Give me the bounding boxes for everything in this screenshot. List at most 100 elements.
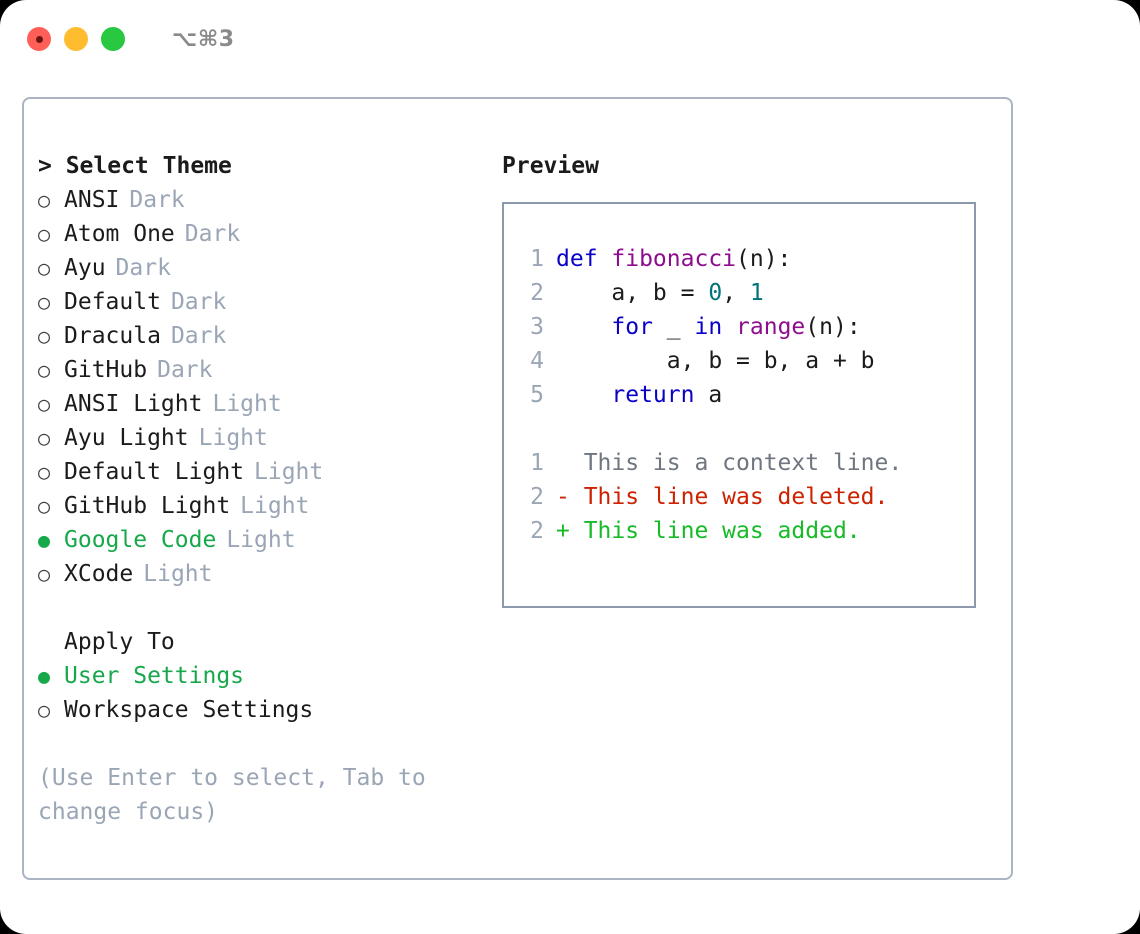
- theme-option-label: Google Code: [64, 527, 217, 553]
- maximize-button[interactable]: [101, 27, 125, 51]
- preview-heading: Preview: [502, 153, 599, 179]
- code-line-text: for _ in range(n):: [556, 310, 861, 344]
- title-bar: ⌥⌘3: [0, 0, 1140, 78]
- theme-option-label: Default Light: [64, 459, 245, 485]
- line-number: 2: [530, 280, 544, 306]
- theme-variant-tag: Dark: [170, 289, 227, 315]
- apply-to-list[interactable]: ● User Settings ○ Workspace Settings: [38, 659, 478, 727]
- theme-variant-tag: Light: [212, 391, 282, 417]
- code-token-plain: a, b = b, a + b: [556, 348, 875, 374]
- theme-option-label: GitHub Light: [64, 493, 231, 519]
- theme-option-default[interactable]: ○ Default Dark: [38, 285, 478, 319]
- code-token-plain: (n):: [736, 246, 792, 272]
- theme-variant-tag: Light: [254, 459, 324, 485]
- radio-selected-icon: ●: [38, 664, 51, 688]
- theme-option-label: Ayu Light: [64, 425, 189, 451]
- theme-variant-tag: Dark: [157, 357, 213, 383]
- code-line-text: a, b = b, a + b: [556, 344, 875, 378]
- code-token-kw: for: [611, 314, 653, 340]
- code-token-plain: [556, 382, 611, 408]
- code-line: 1 def fibonacci(n):: [514, 242, 968, 276]
- code-token-num: 0: [708, 280, 723, 306]
- code-line: 5 return a: [514, 378, 968, 412]
- radio-unselected-icon: ○: [38, 222, 51, 246]
- line-number: 4: [530, 348, 544, 374]
- line-number: 2: [530, 518, 544, 544]
- line-number: 5: [530, 382, 544, 408]
- radio-unselected-icon: ○: [38, 188, 51, 212]
- theme-variant-tag: Dark: [184, 221, 241, 247]
- code-line-text: a, b = 0, 1: [556, 276, 764, 310]
- line-number: 3: [530, 314, 544, 340]
- theme-option-label: XCode: [64, 561, 134, 587]
- theme-variant-tag: Light: [143, 561, 213, 587]
- code-line: 4 a, b = b, a + b: [514, 344, 968, 378]
- theme-option-atom-one[interactable]: ○ Atom One Dark: [38, 217, 478, 251]
- line-number: 2: [530, 484, 544, 510]
- diff-line-text-ctx: This is a context line.: [556, 450, 903, 476]
- apply-to-option-label: Workspace Settings: [64, 697, 314, 723]
- window-controls: [27, 27, 125, 51]
- code-token-plain: ,: [722, 280, 750, 306]
- radio-unselected-icon: ○: [38, 494, 51, 518]
- apply-to-option-workspace-settings[interactable]: ○ Workspace Settings: [38, 693, 478, 727]
- diff-line: 1 This is a context line.: [514, 446, 968, 480]
- apply-to-option-label: User Settings: [64, 663, 245, 689]
- theme-option-label: ANSI Light: [64, 391, 203, 417]
- code-token-plain: a, b =: [556, 280, 709, 306]
- radio-unselected-icon: ○: [38, 324, 51, 348]
- code-token-plain: (n):: [805, 314, 861, 340]
- apply-to-heading: Apply To: [64, 629, 175, 655]
- code-token-plain: [556, 314, 611, 340]
- theme-variant-tag: Light: [240, 493, 310, 519]
- radio-unselected-icon: ○: [38, 698, 51, 722]
- diff-line: 2 - This line was deleted.: [514, 480, 968, 514]
- code-token-fn: range: [736, 314, 806, 340]
- theme-option-label: Default: [64, 289, 161, 315]
- theme-variant-tag: Dark: [129, 187, 185, 213]
- radio-unselected-icon: ○: [38, 460, 51, 484]
- code-token-plain: _: [652, 314, 695, 340]
- code-token-num: 1: [749, 280, 764, 306]
- code-line: 3 for _ in range(n):: [514, 310, 968, 344]
- theme-option-label: Atom One: [64, 221, 175, 247]
- minimize-button[interactable]: [64, 27, 88, 51]
- code-token-fn: fibonacci: [611, 246, 737, 272]
- line-number: 1: [530, 450, 544, 476]
- radio-unselected-icon: ○: [38, 426, 51, 450]
- line-number: 1: [530, 246, 544, 272]
- keyboard-hint-text: (Use Enter to select, Tab to change focu…: [38, 765, 440, 825]
- theme-variant-tag: Dark: [115, 255, 171, 281]
- theme-option-label: Dracula: [64, 323, 161, 349]
- diff-line-text-del: - This line was deleted.: [556, 484, 889, 510]
- code-token-plain: [722, 314, 736, 340]
- apply-to-option-user-settings[interactable]: ● User Settings: [38, 659, 478, 693]
- code-line: 2 a, b = 0, 1: [514, 276, 968, 310]
- radio-unselected-icon: ○: [38, 290, 51, 314]
- close-button[interactable]: [27, 27, 51, 51]
- spacer: [514, 412, 968, 446]
- code-line-text: def fibonacci(n):: [556, 242, 791, 276]
- theme-option-default-light[interactable]: ○ Default Light Light: [38, 455, 478, 489]
- keyboard-shortcut-label: ⌥⌘3: [172, 26, 235, 52]
- theme-option-github[interactable]: ○ GitHub Dark: [38, 353, 478, 387]
- spacer: [38, 591, 478, 625]
- code-line-text: return a: [556, 378, 722, 412]
- theme-option-github-light[interactable]: ○ GitHub Light Light: [38, 489, 478, 523]
- theme-option-ansi[interactable]: ○ ANSI Dark: [38, 183, 478, 217]
- code-token-kw: in: [694, 314, 723, 340]
- theme-option-label: GitHub: [64, 357, 148, 383]
- code-token-kw: def: [556, 246, 612, 272]
- theme-option-label: ANSI: [64, 187, 120, 213]
- radio-unselected-icon: ○: [38, 358, 51, 382]
